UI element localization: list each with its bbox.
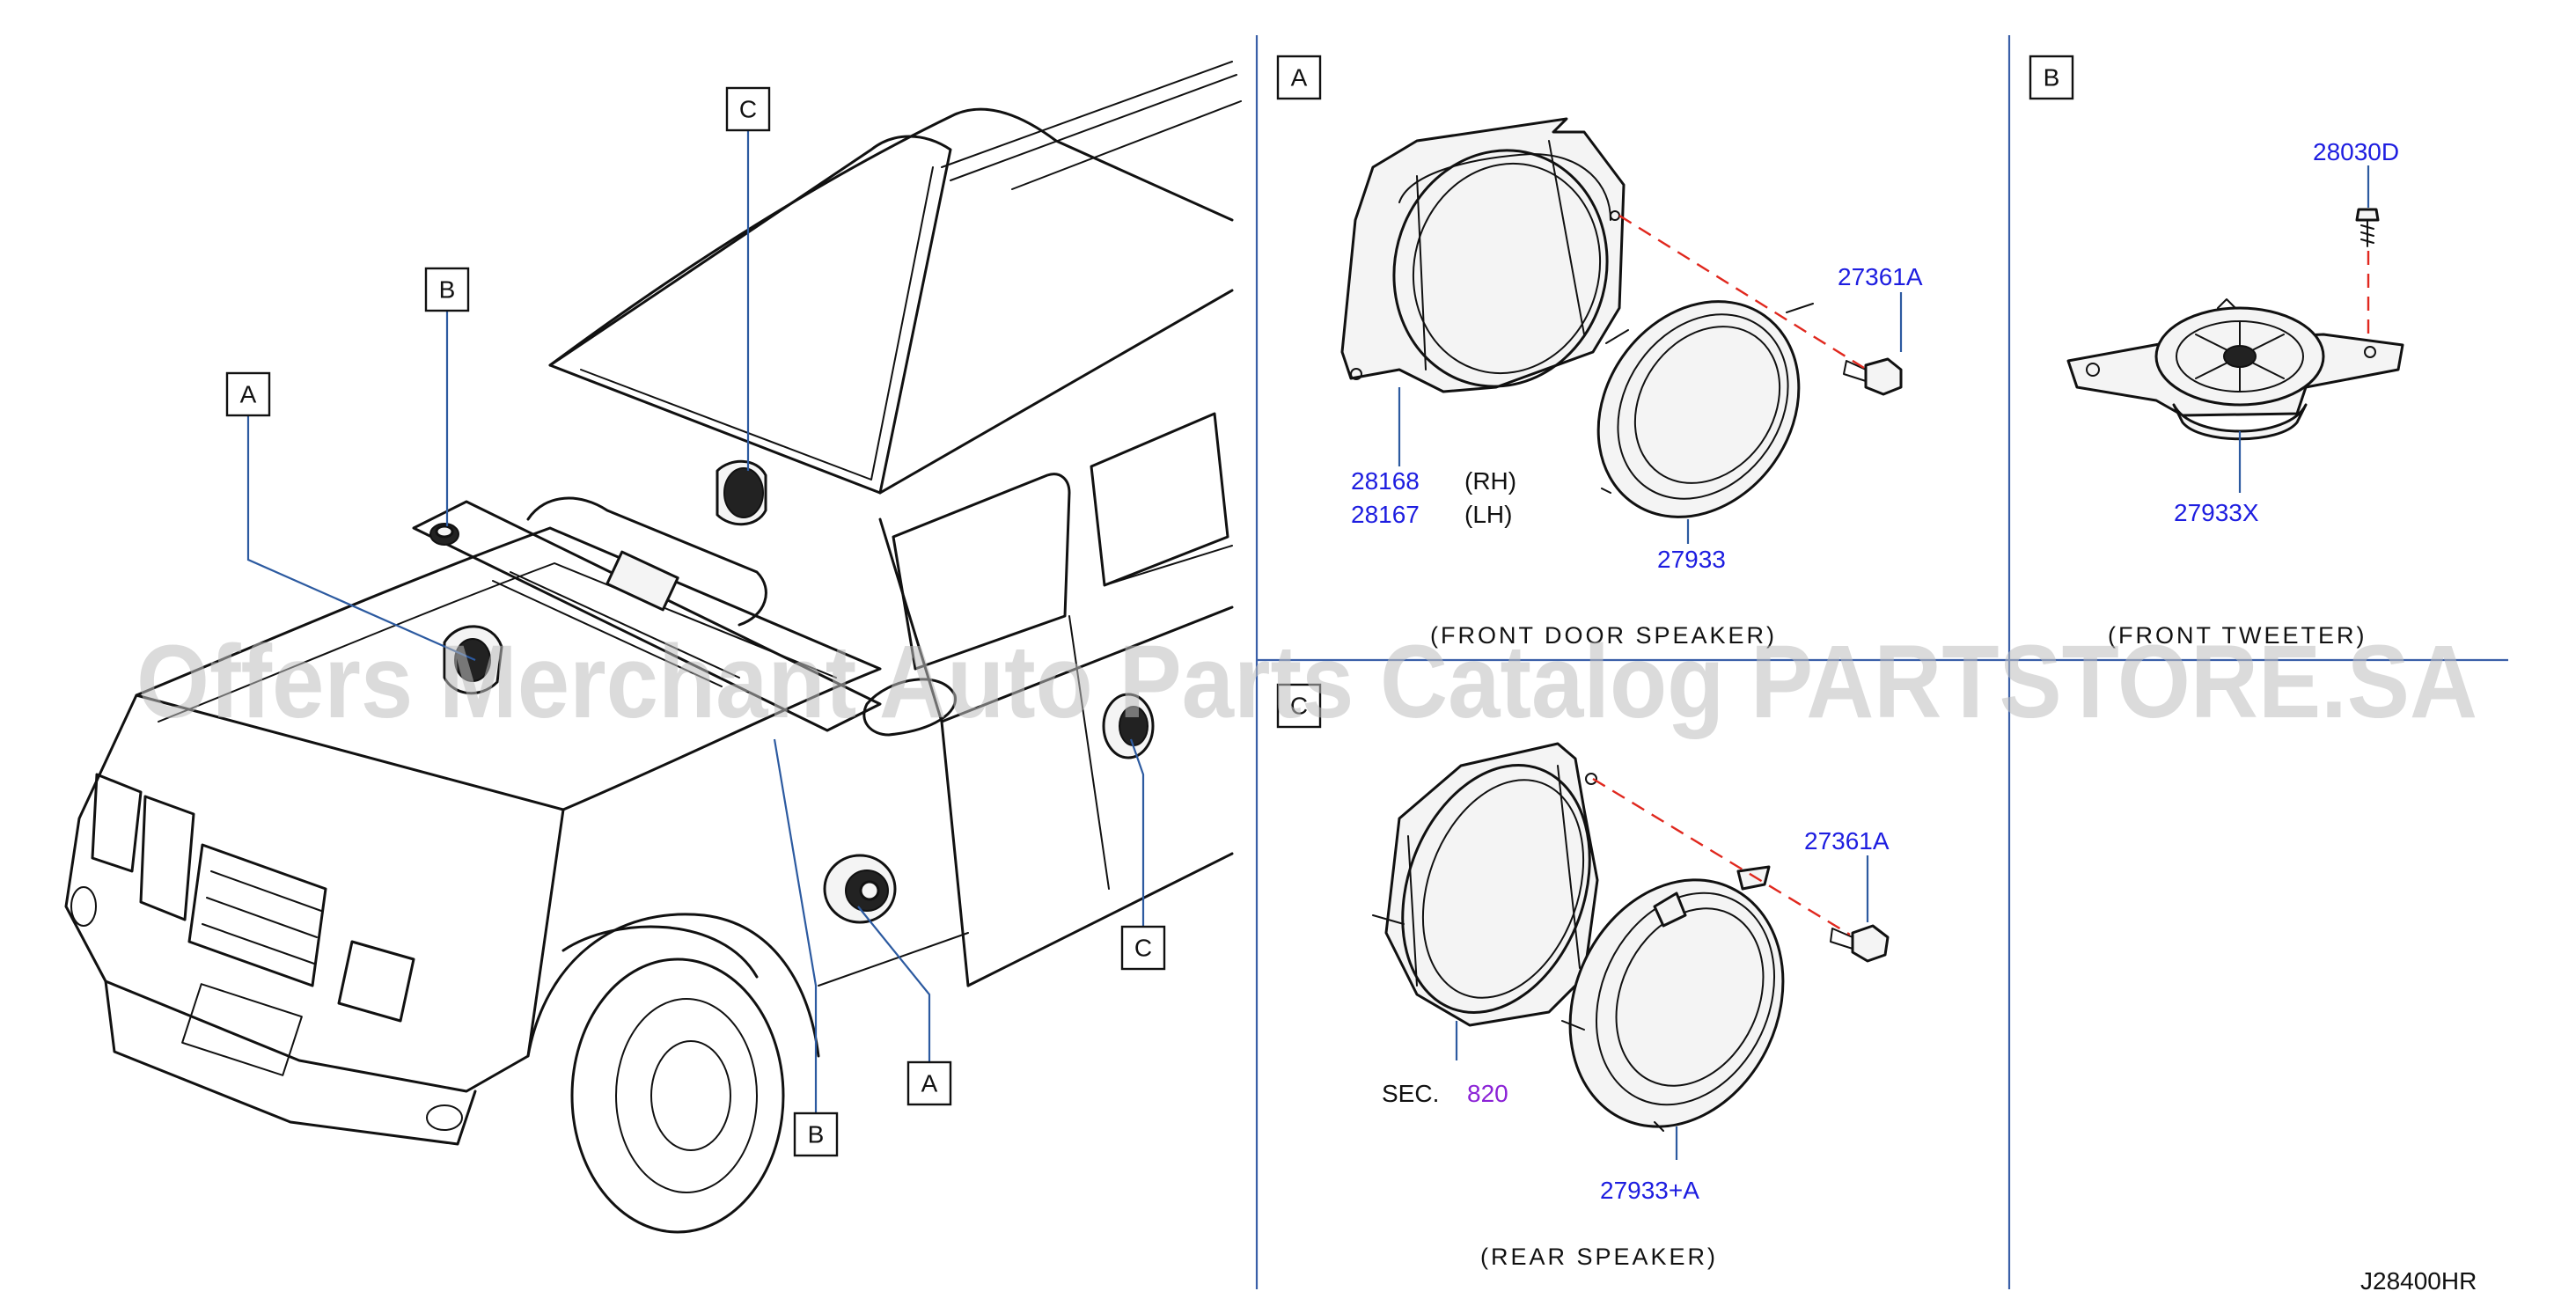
mounting-bolt-part xyxy=(1843,357,1903,396)
section-reference-number: 820 xyxy=(1467,1080,1508,1107)
part-number-tweeter: 27933X xyxy=(2174,499,2259,526)
callout-box-a-left: A xyxy=(225,371,271,417)
callout-box-a-bottom: A xyxy=(906,1060,952,1106)
tweeter-on-dash-icon xyxy=(429,523,459,546)
vehicle-leader-lines xyxy=(246,130,1145,1113)
side-speaker-on-vehicle-icon xyxy=(1102,693,1155,759)
caption-front-door-speaker: (FRONT DOOR SPEAKER) xyxy=(1430,622,1777,649)
caption-front-tweeter: (FRONT TWEETER) xyxy=(2108,622,2367,649)
callout-box-b-bottom: B xyxy=(793,1112,839,1157)
part-number-bracket-lh: 28167 xyxy=(1351,501,1420,528)
speaker-bracket-part xyxy=(1340,117,1626,393)
callout-box-c-right: C xyxy=(1120,925,1166,971)
part-number-bracket-rh: 28168 xyxy=(1351,467,1420,495)
part-number-screw: 28030D xyxy=(2313,138,2399,165)
part-number-bolt-front: 27361A xyxy=(1838,263,1923,290)
section-b-tag-label: B xyxy=(2044,64,2060,92)
rear-speaker-part xyxy=(1561,865,1785,1132)
label-lh: (LH) xyxy=(1464,501,1512,528)
label-sec-prefix: SEC. xyxy=(1382,1080,1439,1107)
vehicle-overview-drawing xyxy=(64,61,1242,1234)
callout-box-b-top: B xyxy=(424,267,470,312)
section-c-tag xyxy=(1276,683,1322,729)
part-number-front-speaker: 27933 xyxy=(1657,546,1726,573)
section-c-rear-speaker: C 27361A SEC. 820 2793 xyxy=(1276,683,1890,1270)
label-rh: (RH) xyxy=(1464,467,1516,495)
watermark-text: Offers Merchant Auto Parts Catalog PARTS… xyxy=(136,624,2477,740)
rear-mounting-bolt-part xyxy=(1830,924,1890,963)
callout-box-c-top: C xyxy=(725,86,771,132)
rear-speaker-on-vehicle-icon xyxy=(716,459,767,526)
bolt-alignment-dashed-line xyxy=(1618,214,1865,370)
rear-speaker-bracket-part xyxy=(1372,742,1599,1027)
callout-label: A xyxy=(921,1070,938,1097)
rear-bolt-alignment-dashed-line xyxy=(1592,777,1851,936)
section-a-tag xyxy=(1276,55,1322,100)
callout-label: C xyxy=(1134,935,1152,962)
part-number-bolt-rear: 27361A xyxy=(1804,827,1890,855)
section-b-tag xyxy=(2029,55,2074,100)
section-b-front-tweeter: B 28030D 27933X (FRONT TWEETER) xyxy=(2029,55,2404,649)
section-a-tag-label: A xyxy=(1291,64,1308,92)
caption-rear-speaker: (REAR SPEAKER) xyxy=(1480,1244,1718,1270)
tweeter-part xyxy=(2066,298,2404,441)
part-number-rear-speaker: 27933+A xyxy=(1600,1177,1699,1204)
front-door-speaker-on-vehicle-icon xyxy=(823,854,897,924)
section-a-front-door: A 27361A 28168 (RH) 28 xyxy=(1276,55,1923,649)
callout-label: B xyxy=(808,1121,825,1148)
callout-label: B xyxy=(439,276,456,304)
section-c-tag-label: C xyxy=(1290,693,1308,720)
diagram-code: J28400HR xyxy=(2360,1267,2477,1295)
callout-label: A xyxy=(240,381,257,408)
tweeter-screw-part xyxy=(2355,208,2380,247)
front-speaker-part xyxy=(1596,300,1814,518)
callout-label: C xyxy=(739,96,757,123)
